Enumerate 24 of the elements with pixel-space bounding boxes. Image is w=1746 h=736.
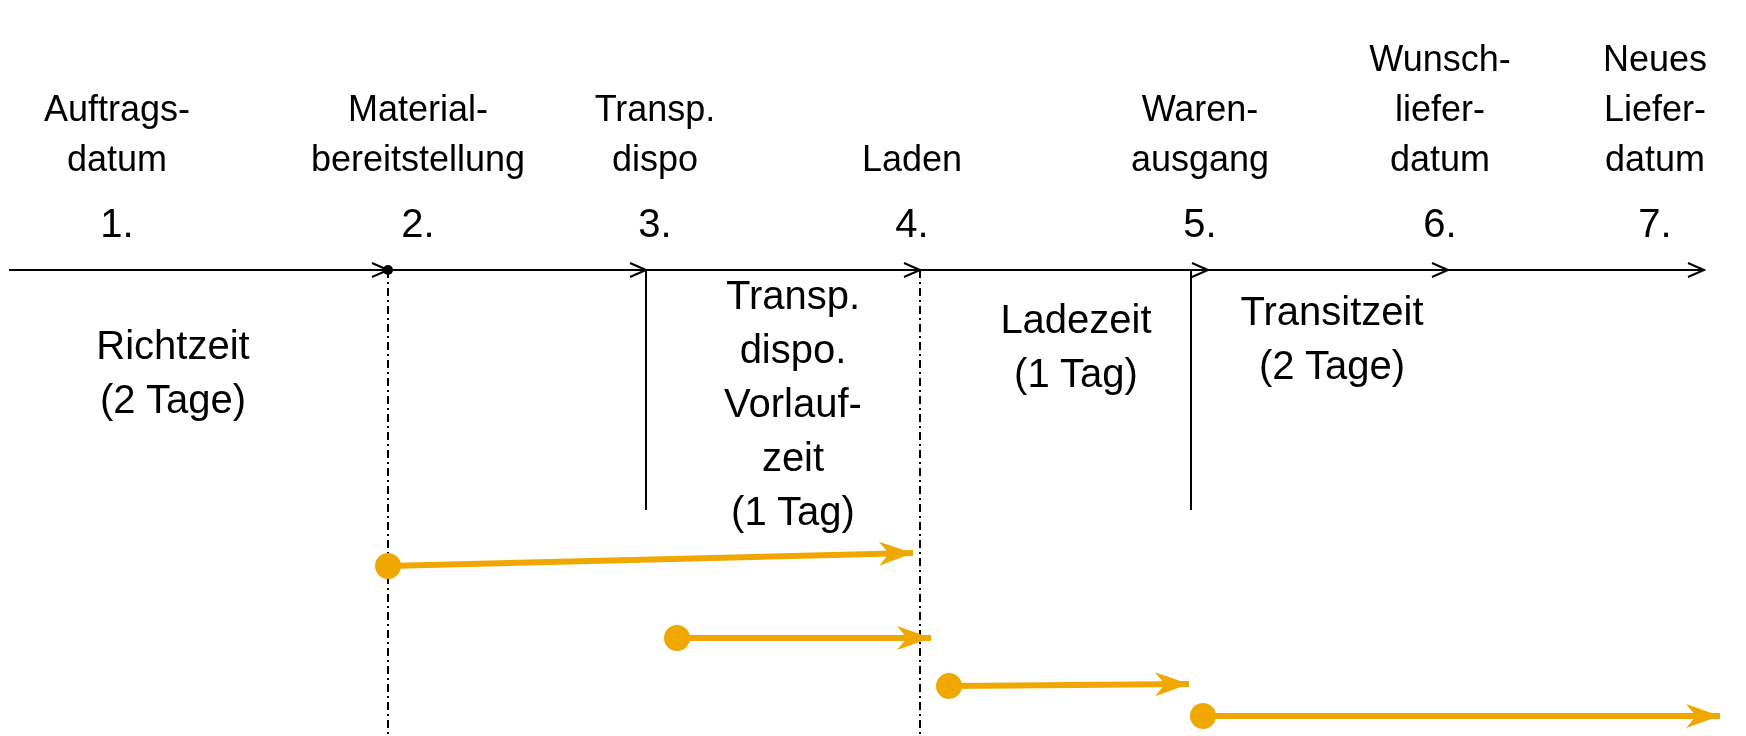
duration-label: Richtzeit [95, 322, 251, 369]
duration-label: (2 Tage) [1258, 342, 1406, 389]
step-label: Transp. dispo [593, 87, 717, 181]
step-number: 3. [638, 200, 672, 247]
duration-label: (1 Tag) [730, 488, 856, 535]
step-number: 6. [1423, 200, 1457, 247]
step-label: Auftrags- datum [42, 87, 192, 181]
duration-label: Ladezeit [999, 296, 1153, 343]
step-number: 5. [1183, 200, 1217, 247]
step-label: Laden [861, 137, 963, 181]
timeline-arrow [919, 262, 1209, 278]
step-number: 7. [1638, 200, 1672, 247]
step-label: Material- bereitstellung [309, 87, 527, 181]
duration-label: Transitzeit [1239, 288, 1425, 335]
step-label: Waren- ausgang [1129, 87, 1271, 181]
duration-label: Transp. dispo. Vorlauf- zeit [723, 272, 863, 481]
step-label: Neues Liefer- datum [1601, 37, 1709, 181]
step-label: Wunsch- liefer- datum [1368, 37, 1512, 181]
step-number: 2. [401, 200, 435, 247]
duration-label: (1 Tag) [1013, 350, 1139, 397]
step-number: 1. [100, 200, 134, 247]
duration-label: (2 Tage) [99, 376, 247, 423]
step-number: 4. [895, 200, 929, 247]
timeline-arrow [645, 262, 921, 278]
